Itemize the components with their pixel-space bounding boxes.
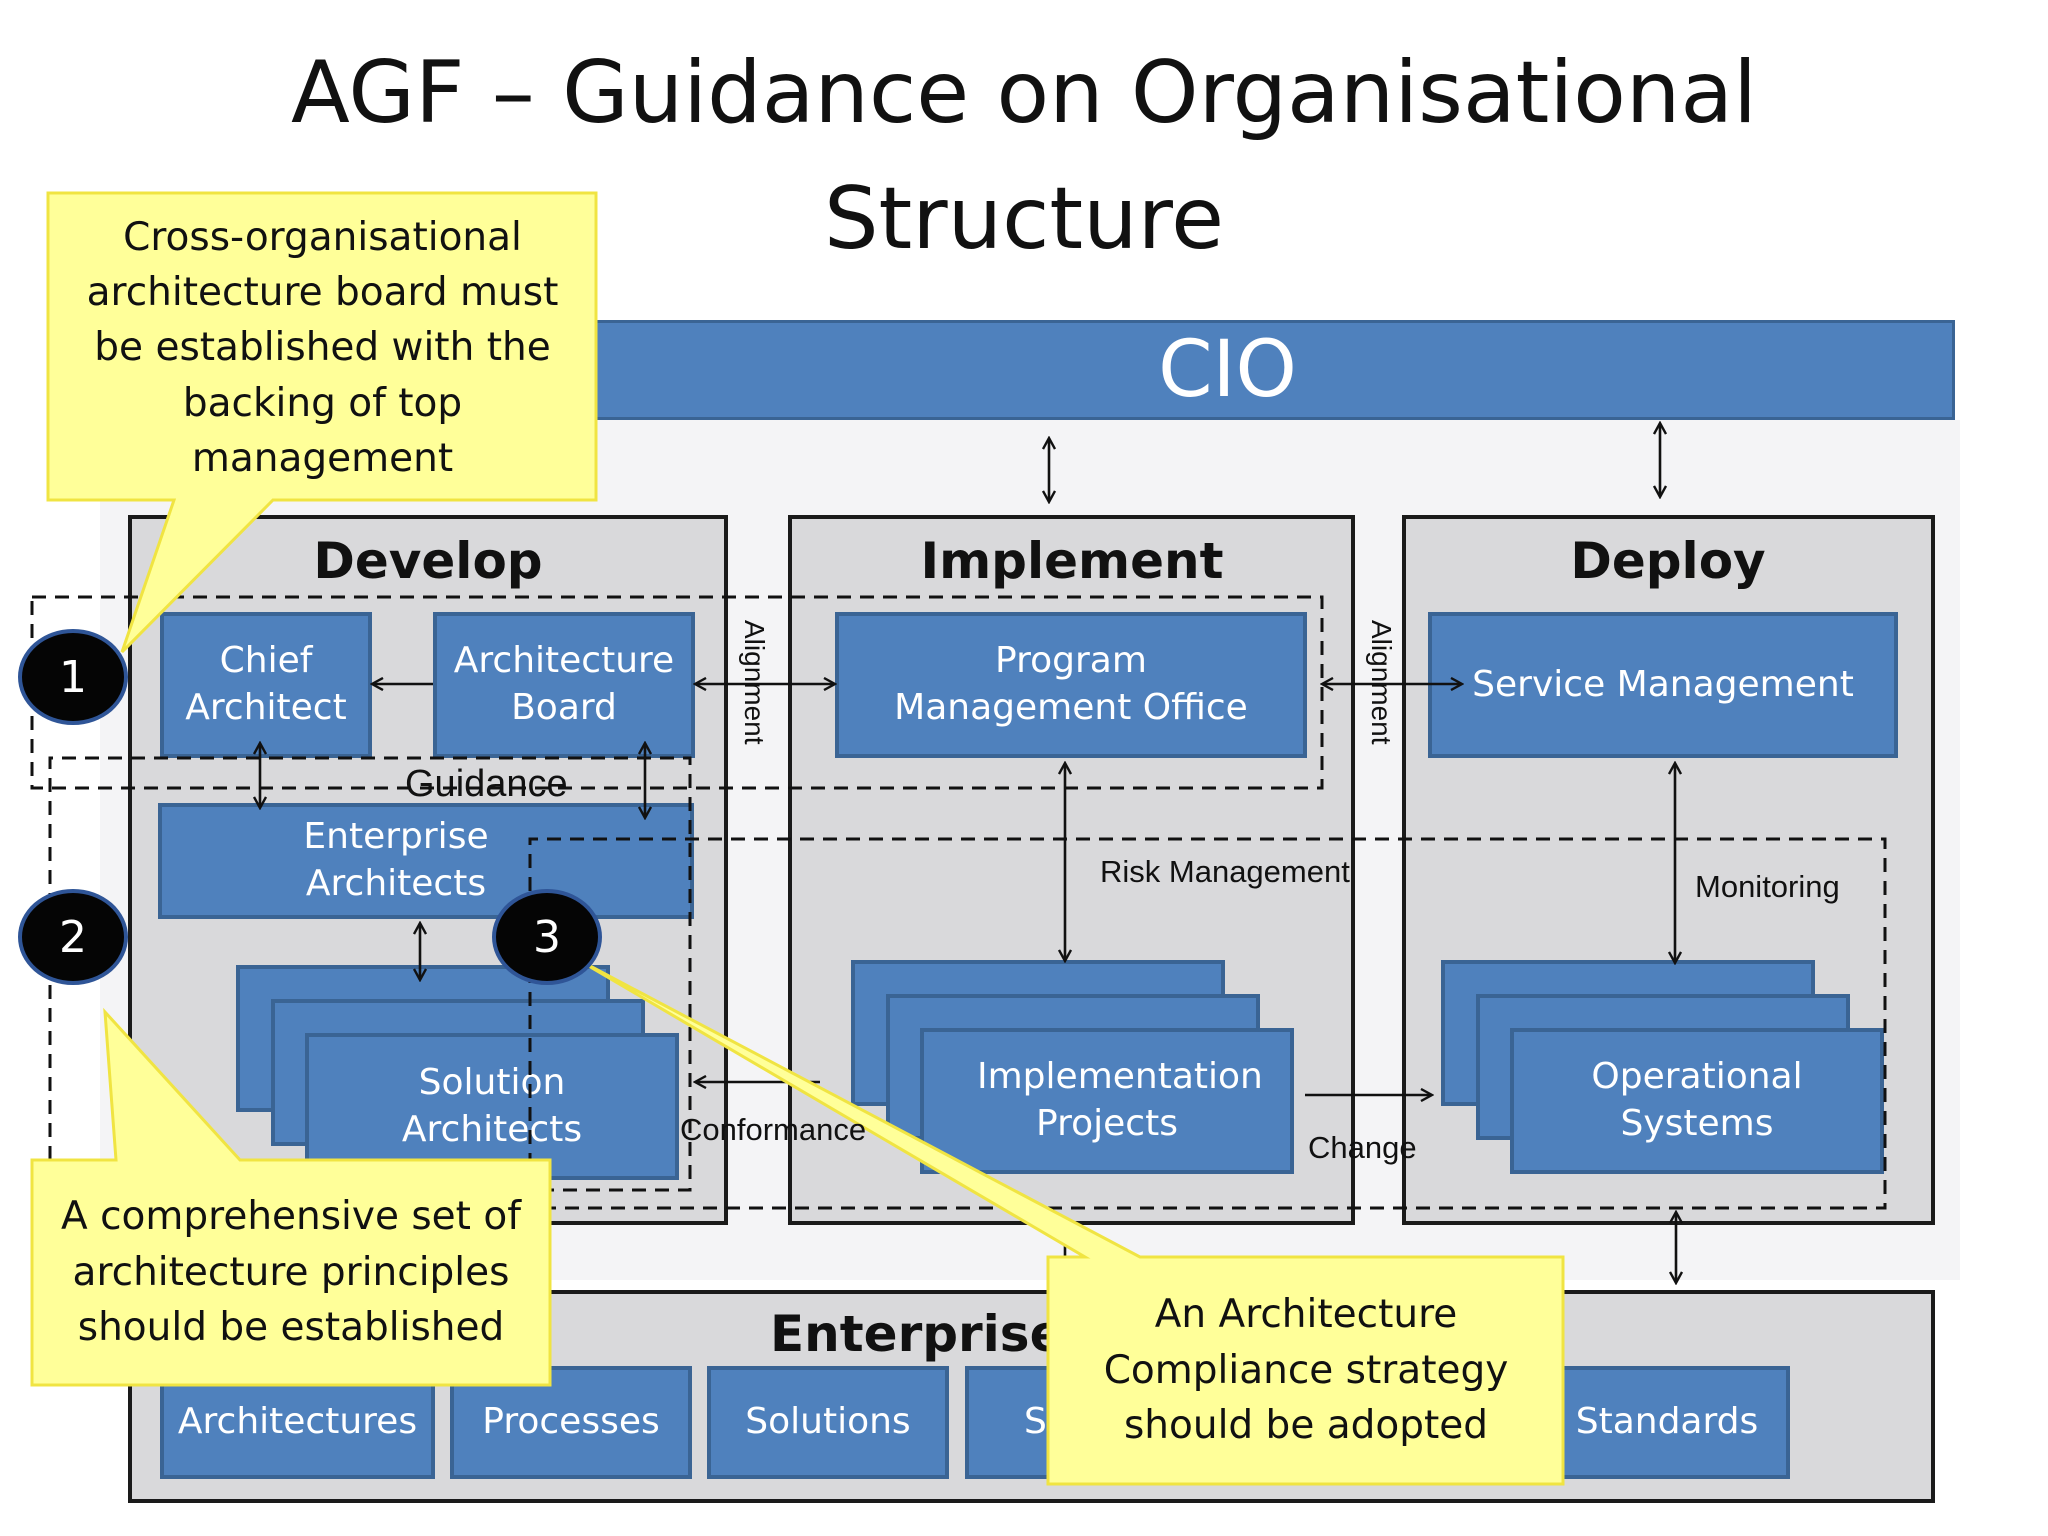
architecture-board-box: Architecture Board (433, 612, 695, 758)
deploy-title: Deploy (1570, 532, 1766, 590)
callout-principles-shape (30, 1007, 552, 1387)
enterprise-architects-label: Enterprise Architects (303, 816, 489, 904)
pmo-box: Program Management Office (835, 612, 1307, 758)
service-management-label: Service Management (1472, 663, 1854, 705)
chief-architect-label: Chief Architect (185, 640, 347, 728)
continuum-item-label: S (1024, 1401, 1047, 1443)
operational-systems-label: Operational Systems (1591, 1056, 1803, 1144)
callout-compliance-text: An Architecture Compliance strategy shou… (1103, 1292, 1509, 1449)
pmo-label: Program Management Office (894, 640, 1248, 728)
monitoring-label: Monitoring (1695, 869, 1840, 904)
architecture-board-label: Architecture Board (453, 640, 675, 728)
continuum-item-solutions: Solutions (707, 1366, 949, 1479)
callout-principles-text: A comprehensive set of architecture prin… (61, 1194, 521, 1351)
callout-board-shape (46, 191, 598, 654)
change-label: Change (1308, 1130, 1417, 1165)
alignment-label-2: Alignment (1366, 620, 1397, 745)
alignment-label-1: Alignment (739, 620, 770, 745)
enterprise-architects-box: Enterprise Architects (158, 803, 694, 919)
badge-3: 3 (492, 889, 602, 985)
principles-dashed-region (48, 756, 692, 1192)
develop-title: Develop (313, 532, 543, 590)
slide-title-line1: AGF – Guidance on Organisational (291, 43, 1757, 143)
continuum-item-label: Processes (482, 1401, 660, 1443)
risk-management-label: Risk Management (1100, 854, 1350, 889)
board-alignment-dashed-region (30, 595, 1324, 790)
guidance-label: Guidance (405, 763, 568, 805)
operational-systems-box: Operational Systems (1510, 1028, 1884, 1174)
implementation-projects-box: Implementation Projects (920, 1028, 1294, 1174)
badge-1: 1 (18, 629, 128, 725)
badge-2: 2 (18, 889, 128, 985)
cio-bar: CIO (500, 320, 1955, 420)
compliance-dashed-region (528, 837, 1887, 1210)
cio-label: CIO (1158, 325, 1297, 415)
service-management-box: Service Management (1428, 612, 1898, 758)
implement-title: Implement (920, 532, 1224, 590)
conformance-label: Conformance (680, 1112, 867, 1147)
continuum-item-label: Solutions (745, 1401, 911, 1443)
slide-title-line2: Structure (823, 169, 1225, 269)
implementation-projects-label: Implementation Projects (977, 1056, 1263, 1144)
callout-compliance-shape (574, 956, 1565, 1486)
continuum-item-label: Standards (1575, 1401, 1759, 1443)
solution-architects-label: Solution Architects (401, 1061, 583, 1150)
continuum-item-label: Architectures (177, 1401, 418, 1443)
callout-board-text: Cross-organisational architecture board … (86, 214, 559, 482)
